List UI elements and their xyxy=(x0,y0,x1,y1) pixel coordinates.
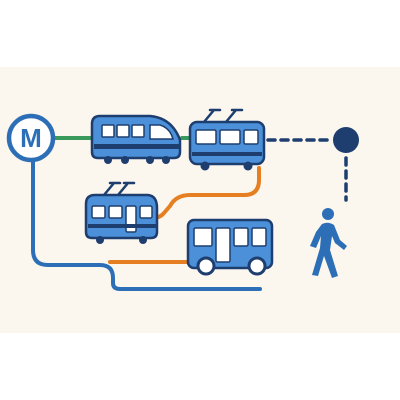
metro-letter: M xyxy=(20,123,42,153)
location-dot-icon xyxy=(333,127,359,153)
dashed-walk-line xyxy=(266,138,348,202)
metro-logo-icon: M xyxy=(6,113,56,163)
pedestrian-icon xyxy=(310,208,347,278)
tram-icon xyxy=(84,181,159,244)
blue-route-line xyxy=(31,158,262,291)
train-icon xyxy=(90,114,182,164)
orange-route-line-upper xyxy=(150,166,261,220)
bus-icon xyxy=(186,218,274,276)
trolleybus-icon xyxy=(188,108,266,171)
